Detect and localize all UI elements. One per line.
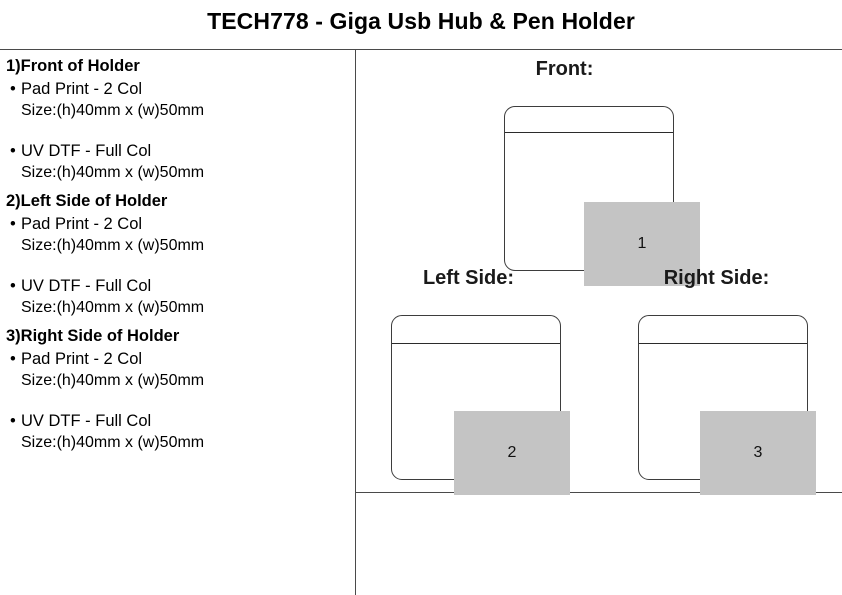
holder-outline-shape: 3 bbox=[638, 315, 816, 495]
bullet-icon: • bbox=[10, 80, 16, 98]
spec-size-label: Size:(h)40mm x (w)50mm bbox=[21, 164, 205, 181]
spec-method-line: • UV DTF - Full Col bbox=[0, 410, 352, 432]
spec-size-label: Size:(h)40mm x (w)50mm bbox=[21, 372, 205, 389]
spec-size-label: Size:(h)40mm x (w)50mm bbox=[21, 102, 205, 119]
product-view-front: Front: 1 bbox=[452, 58, 700, 286]
header-divider-rule bbox=[0, 49, 842, 50]
spec-entry: • UV DTF - Full Col Size:(h)40mm x (w)50m… bbox=[0, 140, 352, 184]
holder-seam-line bbox=[392, 343, 560, 344]
spec-method-line: • Pad Print - 2 Col bbox=[0, 78, 352, 100]
spec-method-label: Pad Print - 2 Col bbox=[21, 215, 143, 233]
column-divider-rule bbox=[355, 49, 356, 595]
holder-outline-shape: 2 bbox=[391, 315, 570, 495]
spec-method-label: Pad Print - 2 Col bbox=[21, 350, 143, 368]
view-label: Right Side: bbox=[663, 267, 770, 289]
holder-seam-line bbox=[505, 132, 673, 133]
holder-seam-line bbox=[639, 343, 807, 344]
spec-section-left-side: 2)Left Side of Holder • Pad Print - 2 Col… bbox=[0, 190, 352, 319]
product-view-right-side: Right Side: 3 bbox=[604, 267, 829, 495]
view-label: Left Side: bbox=[422, 267, 515, 289]
bullet-icon: • bbox=[10, 412, 16, 430]
spec-section-heading: 3)Right Side of Holder bbox=[6, 327, 180, 345]
bullet-icon: • bbox=[10, 277, 16, 295]
diagram-bottom-rule bbox=[355, 492, 842, 493]
bullet-icon: • bbox=[10, 350, 16, 368]
print-area-marker: 2 bbox=[454, 411, 570, 495]
spec-entry: • Pad Print - 2 Col Size:(h)40mm x (w)50m… bbox=[0, 213, 352, 257]
spec-method-label: UV DTF - Full Col bbox=[21, 142, 152, 160]
page-title: TECH778 - Giga Usb Hub & Pen Holder bbox=[207, 8, 635, 34]
spec-method-line: • UV DTF - Full Col bbox=[0, 275, 352, 297]
spec-entry: • Pad Print - 2 Col Size:(h)40mm x (w)50m… bbox=[0, 348, 352, 392]
spec-method-label: UV DTF - Full Col bbox=[21, 412, 152, 430]
spec-section-right-side: 3)Right Side of Holder • Pad Print - 2 Co… bbox=[0, 325, 352, 454]
view-label: Front: bbox=[535, 58, 594, 80]
spec-method-label: Pad Print - 2 Col bbox=[21, 80, 143, 98]
product-views-panel: Front: 1 Left Side: 2 Right Side: 3 bbox=[356, 50, 842, 495]
spec-method-line: • Pad Print - 2 Col bbox=[0, 213, 352, 235]
product-view-left-side: Left Side: 2 bbox=[356, 267, 581, 495]
spec-method-line: • Pad Print - 2 Col bbox=[0, 348, 352, 370]
decoration-spec-list: 1)Front of Holder • Pad Print - 2 Col Siz… bbox=[0, 55, 352, 460]
print-area-marker: 1 bbox=[584, 202, 700, 286]
bullet-icon: • bbox=[10, 142, 16, 160]
spec-section-heading: 1)Front of Holder bbox=[6, 57, 140, 75]
spec-entry: • Pad Print - 2 Col Size:(h)40mm x (w)50m… bbox=[0, 78, 352, 122]
spec-size-label: Size:(h)40mm x (w)50mm bbox=[21, 237, 205, 254]
spec-size-label: Size:(h)40mm x (w)50mm bbox=[21, 434, 205, 451]
spec-section-front: 1)Front of Holder • Pad Print - 2 Col Siz… bbox=[0, 55, 352, 184]
spec-section-heading: 2)Left Side of Holder bbox=[6, 192, 168, 210]
spec-size-label: Size:(h)40mm x (w)50mm bbox=[21, 299, 205, 316]
holder-outline-shape: 1 bbox=[504, 106, 700, 286]
bullet-icon: • bbox=[10, 215, 16, 233]
spec-method-line: • UV DTF - Full Col bbox=[0, 140, 352, 162]
spec-entry: • UV DTF - Full Col Size:(h)40mm x (w)50m… bbox=[0, 275, 352, 319]
spec-method-label: UV DTF - Full Col bbox=[21, 277, 152, 295]
spec-entry: • UV DTF - Full Col Size:(h)40mm x (w)50m… bbox=[0, 410, 352, 454]
print-area-marker: 3 bbox=[700, 411, 816, 495]
